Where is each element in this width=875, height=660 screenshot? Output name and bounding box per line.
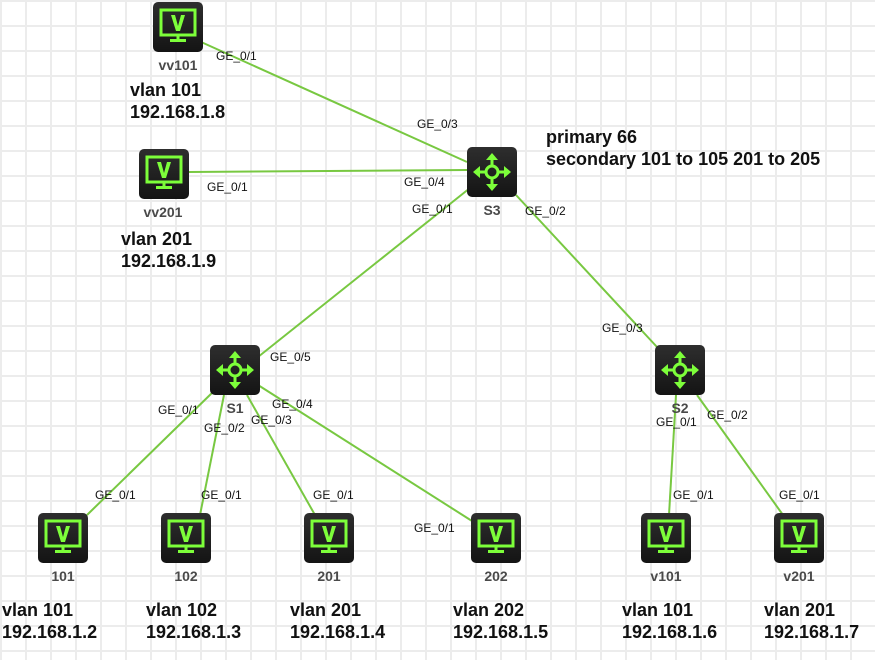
note-line: 192.168.1.5 bbox=[453, 622, 549, 642]
port-label: GE_0/5 bbox=[270, 350, 311, 364]
link-s1-pc101[interactable] bbox=[86, 389, 216, 516]
pc-icon bbox=[38, 513, 88, 563]
link-s3-s2[interactable] bbox=[515, 194, 658, 348]
switch-s1[interactable] bbox=[210, 345, 260, 395]
note-line: vlan 101 bbox=[130, 80, 202, 100]
note-line: vlan 202 bbox=[453, 600, 525, 620]
port-label: GE_0/1 bbox=[673, 488, 714, 502]
port-label: GE_0/1 bbox=[201, 488, 242, 502]
note-line: secondary 101 to 105 201 to 205 bbox=[546, 149, 821, 169]
link-s2-v201[interactable] bbox=[696, 394, 784, 516]
node-label-202: 202 bbox=[484, 568, 508, 584]
note-line: vlan 102 bbox=[146, 600, 218, 620]
switch-s3[interactable] bbox=[467, 147, 517, 197]
pc-202[interactable] bbox=[471, 513, 521, 563]
node-label-102: 102 bbox=[174, 568, 198, 584]
note-line: vlan 101 bbox=[2, 600, 74, 620]
note-line: 192.168.1.8 bbox=[130, 102, 226, 122]
port-label: GE_0/1 bbox=[216, 49, 257, 63]
port-label: GE_0/1 bbox=[313, 488, 354, 502]
pc-icon bbox=[139, 149, 189, 199]
node-label-s3: S3 bbox=[483, 202, 501, 218]
note-201: vlan 201 192.168.1.4 bbox=[290, 599, 385, 643]
port-label: GE_0/2 bbox=[707, 408, 748, 422]
link-s1-pc201[interactable] bbox=[246, 394, 316, 516]
port-label: GE_0/4 bbox=[272, 397, 313, 411]
port-label: GE_0/2 bbox=[525, 204, 566, 218]
pc-201[interactable] bbox=[304, 513, 354, 563]
note-vv201: vlan 201 192.168.1.9 bbox=[121, 228, 216, 272]
pc-icon bbox=[774, 513, 824, 563]
port-label: GE_0/1 bbox=[779, 488, 820, 502]
node-label-vv101: vv101 bbox=[158, 57, 198, 73]
note-202: vlan 202 192.168.1.5 bbox=[453, 599, 548, 643]
pc-v101[interactable] bbox=[641, 513, 691, 563]
pc-icon bbox=[153, 2, 203, 52]
pc-icon bbox=[304, 513, 354, 563]
node-label-201: 201 bbox=[317, 568, 341, 584]
note-line: 192.168.1.4 bbox=[290, 622, 386, 642]
pc-icon bbox=[641, 513, 691, 563]
pc-vv101[interactable] bbox=[153, 2, 203, 52]
pc-102[interactable] bbox=[161, 513, 211, 563]
pc-vv201[interactable] bbox=[139, 149, 189, 199]
link-s2-v101[interactable] bbox=[668, 394, 677, 516]
note-line: vlan 201 bbox=[121, 229, 193, 249]
node-label-vv201: vv201 bbox=[143, 204, 183, 220]
pc-v201[interactable] bbox=[774, 513, 824, 563]
note-line: vlan 201 bbox=[290, 600, 362, 620]
note-101: vlan 101 192.168.1.2 bbox=[2, 599, 97, 643]
note-v201: vlan 201 192.168.1.7 bbox=[764, 599, 859, 643]
link-s1-pc102[interactable] bbox=[199, 394, 225, 516]
pc-icon bbox=[161, 513, 211, 563]
port-label: GE_0/1 bbox=[656, 415, 697, 429]
note-line: 192.168.1.7 bbox=[764, 622, 860, 642]
pc-icon bbox=[471, 513, 521, 563]
switch-icon bbox=[467, 147, 517, 197]
port-label: GE_0/4 bbox=[404, 175, 445, 189]
note-v101: vlan 101 192.168.1.6 bbox=[622, 599, 717, 643]
node-label-101: 101 bbox=[51, 568, 75, 584]
node-label-s1: S1 bbox=[226, 400, 244, 416]
note-line: 192.168.1.3 bbox=[146, 622, 242, 642]
port-label: GE_0/1 bbox=[412, 202, 453, 216]
port-label: GE_0/1 bbox=[95, 488, 136, 502]
port-label: GE_0/3 bbox=[251, 413, 292, 427]
node-label-s2: S2 bbox=[671, 400, 689, 416]
pc-101[interactable] bbox=[38, 513, 88, 563]
link-vv201-s3[interactable] bbox=[188, 169, 468, 173]
switch-icon bbox=[655, 345, 705, 395]
note-line: 192.168.1.6 bbox=[622, 622, 718, 642]
link-s3-s1[interactable] bbox=[257, 187, 471, 358]
note-line: 192.168.1.9 bbox=[121, 251, 217, 271]
link-vv101-s3[interactable] bbox=[189, 36, 468, 163]
port-label: GE_0/1 bbox=[158, 403, 199, 417]
note-line: 192.168.1.2 bbox=[2, 622, 98, 642]
port-label: GE_0/2 bbox=[204, 421, 245, 435]
port-label: GE_0/1 bbox=[414, 521, 455, 535]
link-s1-pc202[interactable] bbox=[257, 384, 473, 522]
switch-s2[interactable] bbox=[655, 345, 705, 395]
port-label: GE_0/1 bbox=[207, 180, 248, 194]
port-label: GE_0/3 bbox=[602, 321, 643, 335]
note-line: primary 66 bbox=[546, 127, 638, 147]
note-line: vlan 201 bbox=[764, 600, 836, 620]
switch-icon bbox=[210, 345, 260, 395]
port-label: GE_0/3 bbox=[417, 117, 458, 131]
node-label-v101: v101 bbox=[650, 568, 682, 584]
note-s3-vlans: primary 66 secondary 101 to 105 201 to 2… bbox=[546, 126, 820, 170]
note-vv101: vlan 101 192.168.1.8 bbox=[130, 79, 225, 123]
node-label-v201: v201 bbox=[783, 568, 815, 584]
note-102: vlan 102 192.168.1.3 bbox=[146, 599, 241, 643]
note-line: vlan 101 bbox=[622, 600, 694, 620]
